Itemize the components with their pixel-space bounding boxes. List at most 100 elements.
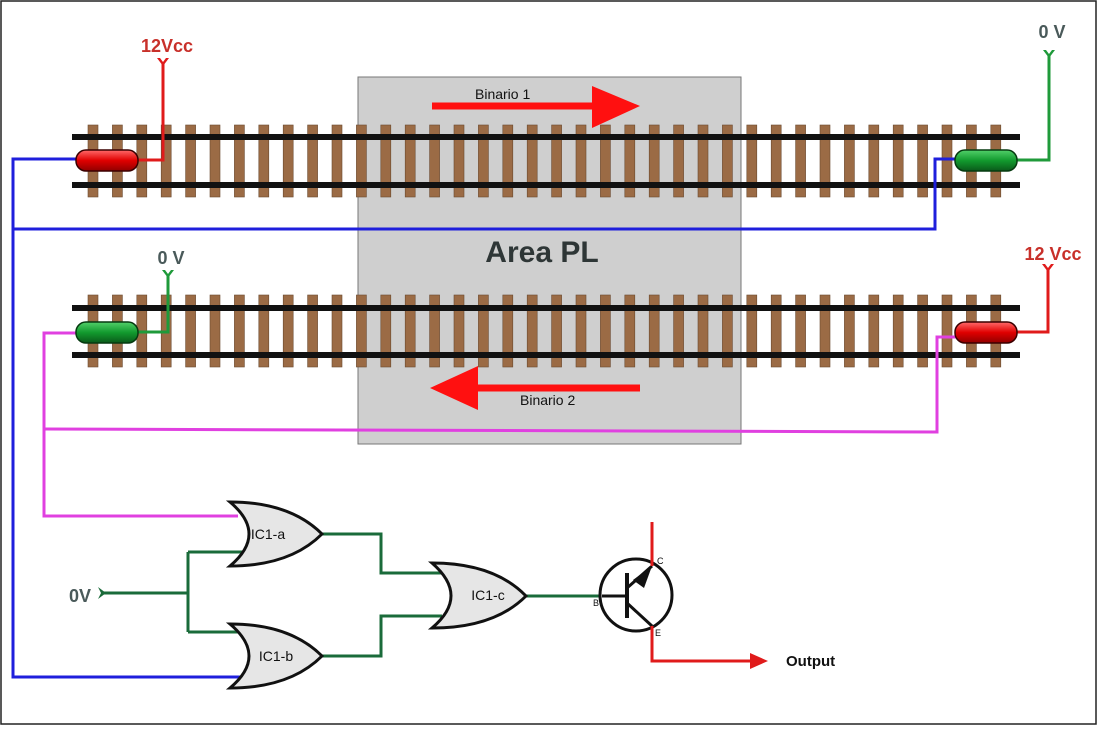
track-1-sleeper bbox=[770, 124, 782, 198]
track-2-sleeper bbox=[673, 294, 684, 368]
track-1-sleeper bbox=[258, 124, 270, 198]
track-2-sleeper bbox=[917, 294, 928, 368]
track-1-sleeper bbox=[453, 124, 465, 198]
gate-c-label: IC1-c bbox=[471, 587, 504, 603]
sensor-green-mid-left bbox=[75, 321, 139, 344]
track-1-sleeper bbox=[819, 124, 831, 198]
track-1-sleeper bbox=[526, 124, 538, 198]
wire-12v-top-left bbox=[135, 58, 169, 162]
track-2-sleeper bbox=[648, 294, 660, 368]
track-1-sleeper bbox=[282, 124, 294, 198]
track-2-sleeper bbox=[356, 294, 367, 368]
area-pl-label: Area PL bbox=[485, 236, 598, 269]
track-2-sleeper bbox=[892, 294, 904, 368]
gate-ic1-a bbox=[225, 500, 325, 568]
track-1-sleeper bbox=[551, 124, 562, 198]
track-1-sleeper bbox=[331, 124, 343, 198]
track-2-sleeper bbox=[722, 294, 733, 368]
track-2-sleeper bbox=[258, 294, 270, 368]
sensor-red-mid-right bbox=[954, 321, 1018, 344]
track-2-sleeper bbox=[624, 294, 636, 368]
track-2-sleeper bbox=[770, 294, 782, 368]
track-1-sleeper bbox=[404, 124, 416, 198]
output-label: Output bbox=[786, 653, 835, 670]
track-1-sleeper bbox=[185, 124, 196, 198]
track-2-sleeper bbox=[404, 294, 416, 368]
track-2-sleeper bbox=[819, 294, 831, 368]
track-2-sleeper bbox=[209, 294, 221, 368]
track-2-sleeper bbox=[307, 294, 318, 368]
track-1-label: Binario 1 bbox=[475, 86, 530, 102]
track-2-sleeper bbox=[868, 294, 880, 368]
track-2-sleeper bbox=[600, 294, 611, 368]
wire-blue-right bbox=[13, 157, 958, 231]
track-1-sleeper bbox=[795, 124, 806, 198]
track-2-sleeper bbox=[551, 294, 562, 368]
track-2-sleepers bbox=[87, 294, 1002, 368]
track-1-sleeper bbox=[209, 124, 221, 198]
wire-0v-input bbox=[98, 550, 245, 634]
track-1-sleeper bbox=[429, 124, 440, 198]
track-2-sleeper bbox=[478, 294, 489, 368]
wire-magenta bbox=[42, 331, 238, 518]
track-1-sleeper bbox=[941, 124, 953, 198]
track-1-sleeper bbox=[478, 124, 489, 198]
track-1-sleeper bbox=[844, 124, 855, 198]
track-2-sleeper bbox=[844, 294, 855, 368]
track-2-sleeper bbox=[575, 294, 587, 368]
track-2-label: Binario 2 bbox=[520, 392, 575, 408]
track-1-sleeper bbox=[234, 124, 245, 198]
supply-label-mid-right: 12 Vcc bbox=[1024, 244, 1081, 264]
track-1-sleeper bbox=[722, 124, 733, 198]
wire-0v-top-right bbox=[1015, 50, 1055, 162]
track-1-sleeper bbox=[892, 124, 904, 198]
track-1-sleeper bbox=[502, 124, 514, 198]
track-2-sleeper bbox=[380, 294, 392, 368]
supply-label-top-right: 0 V bbox=[1038, 22, 1065, 42]
track-1-sleeper bbox=[600, 124, 611, 198]
track-2-sleeper bbox=[185, 294, 196, 368]
wire-gate-a-out bbox=[322, 532, 442, 575]
transistor-npn bbox=[598, 557, 674, 633]
gate-ic1-c bbox=[427, 561, 529, 630]
track-1-sleeper bbox=[307, 124, 318, 198]
track-1-sleeper bbox=[917, 124, 928, 198]
track-1-sleeper bbox=[380, 124, 392, 198]
gate-ic1-b bbox=[225, 622, 325, 690]
sensor-green-top-right bbox=[954, 149, 1018, 172]
wire-0v-mid-left bbox=[135, 270, 174, 334]
wire-gate-b-out bbox=[322, 614, 442, 658]
track-2-sleeper bbox=[795, 294, 806, 368]
track-2-sleeper bbox=[502, 294, 514, 368]
track-1-direction-arrow bbox=[432, 86, 640, 128]
track-1-sleeper bbox=[648, 124, 660, 198]
track-1-sleeper bbox=[673, 124, 684, 198]
track-1-sleeper bbox=[356, 124, 367, 198]
wire-blue bbox=[11, 157, 248, 679]
track-2-sleeper bbox=[282, 294, 294, 368]
gate-b-label: IC1-b bbox=[259, 648, 293, 664]
track-2-sleeper bbox=[453, 294, 465, 368]
track-1-sleeper bbox=[575, 124, 587, 198]
sensor-red-top-left bbox=[75, 149, 139, 172]
track-2-sleeper bbox=[746, 294, 758, 368]
input-0v-label: 0V bbox=[69, 586, 91, 606]
wire-magenta-right bbox=[43, 335, 958, 434]
track-1-sleeper bbox=[624, 124, 636, 198]
wire-output bbox=[650, 626, 768, 669]
track-1-sleeper bbox=[868, 124, 880, 198]
transistor-collector-label: C bbox=[657, 556, 664, 566]
wire-12v-mid-right bbox=[1015, 264, 1054, 334]
track-2-direction-arrow bbox=[430, 366, 640, 410]
track-2-sleeper bbox=[429, 294, 440, 368]
track-2-sleeper bbox=[331, 294, 343, 368]
gate-a-label: IC1-a bbox=[251, 526, 285, 542]
supply-label-mid-left: 0 V bbox=[157, 248, 184, 268]
supply-label-top-left: 12Vcc bbox=[141, 36, 193, 56]
track-2-sleeper bbox=[234, 294, 245, 368]
track-2-sleeper bbox=[697, 294, 709, 368]
track-2-sleeper bbox=[941, 294, 953, 368]
track-1-sleeper bbox=[746, 124, 758, 198]
